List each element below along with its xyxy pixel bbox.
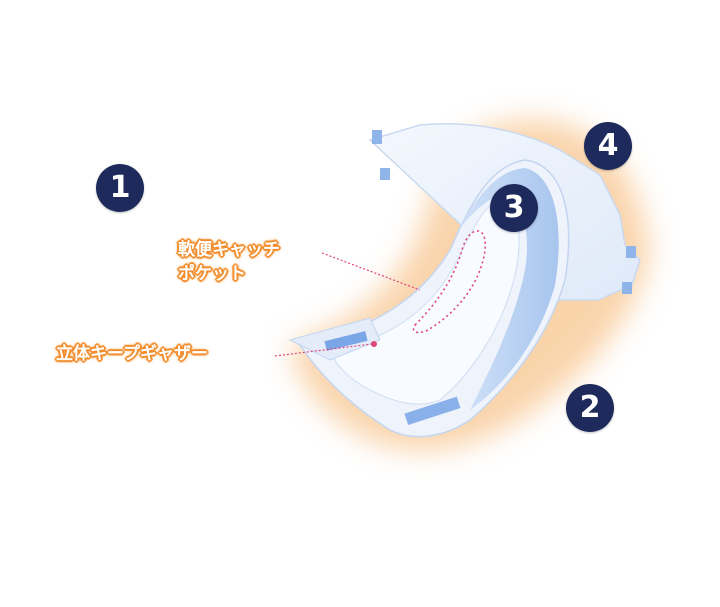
pocket-label: 軟便キャッチ ポケット — [178, 238, 280, 286]
blue-side-strip — [455, 168, 559, 410]
waist-tab-2 — [380, 168, 390, 180]
waist-tab-4 — [622, 282, 632, 294]
waist-tab-3 — [626, 246, 636, 258]
number-badge-3: 3 — [490, 184, 538, 232]
gather-label: 立体キープギャザー — [56, 344, 208, 364]
pocket-label-line1: 軟便キャッチ — [178, 240, 280, 260]
number-badge-4: 4 — [584, 122, 632, 170]
number-badge-1: 1 — [96, 164, 144, 212]
number-badge-2: 2 — [566, 384, 614, 432]
front-tab-blue — [324, 331, 368, 351]
inner-pad — [329, 199, 520, 405]
waist-tab-1 — [372, 130, 382, 144]
pocket-outline — [412, 230, 487, 334]
pocket-label-line2: ポケット — [178, 264, 246, 284]
leader-dot-gather — [371, 341, 377, 347]
leader-line-gather — [274, 343, 373, 357]
bottom-tab-blue — [404, 396, 461, 426]
leader-line-pocket — [321, 252, 421, 291]
